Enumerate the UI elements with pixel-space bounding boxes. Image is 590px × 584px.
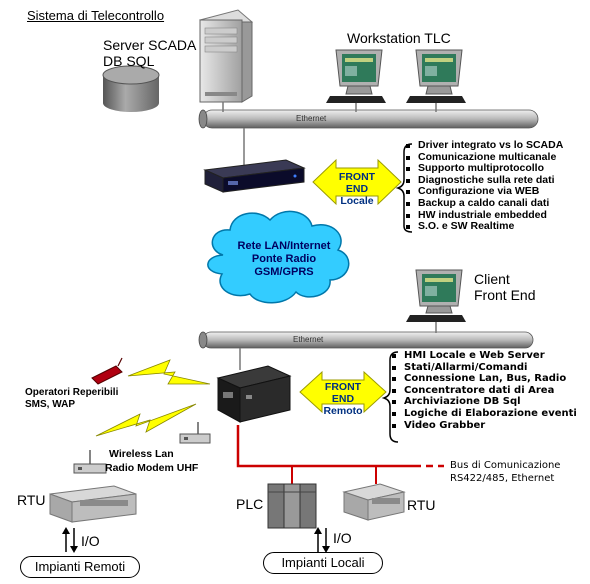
bus-label: Bus di Comunicazione RS422/485, Ethernet	[450, 459, 560, 485]
front-end-remoto-features: HMI Locale e Web Server Stati/Allarmi/Co…	[392, 350, 577, 431]
client-label-line-2: Front End	[474, 287, 536, 303]
server-label: Server SCADA DB SQL	[103, 37, 196, 69]
client-monitor-icon	[406, 269, 466, 322]
cloud-label-line-2: Ponte Radio	[251, 253, 317, 265]
plc-cabinet-icon	[267, 483, 317, 529]
rtu-label-left: RTU	[17, 492, 46, 508]
feature-item: Connessione Lan, Bus, Radio	[392, 373, 577, 385]
io-label-right: I/O	[333, 530, 352, 546]
plc-label: PLC	[236, 496, 264, 512]
wireless-label: Wireless Lan Radio Modem UHF	[105, 447, 198, 475]
workstation-monitor-icon-1	[326, 49, 386, 103]
io-arrows-icon-right	[314, 527, 330, 553]
operatori-label-line-2: SMS, WAP	[25, 399, 76, 410]
feature-item: Logiche di Elaborazione eventi	[392, 408, 577, 420]
feature-item: Video Grabber	[392, 420, 577, 432]
front-end-locale-label: FRONT END Locale	[336, 171, 378, 207]
field-bus-line	[236, 425, 444, 484]
ethernet-label-top: Ethernet	[296, 114, 327, 123]
lightning-bolt-icon-2	[95, 403, 197, 437]
feature-item: HMI Locale e Web Server	[392, 350, 577, 362]
feature-item: Stati/Allarmi/Comandi	[392, 362, 577, 374]
ethernet-bus-top	[198, 109, 539, 129]
front-end-remoto-arrow	[299, 370, 387, 414]
feature-item: Concentratore dati di Area	[392, 385, 577, 397]
server-label-line-1: Server SCADA	[103, 37, 197, 53]
operatori-label-line-1: Operatori Reperibili	[25, 387, 119, 398]
ethernet-bus-bottom	[198, 331, 534, 349]
server-tower-icon	[198, 9, 254, 103]
cloud-label-line-1: Rete LAN/Internet	[237, 240, 331, 252]
feature-item: Comunicazione multicanale	[406, 151, 563, 164]
bus-label-line-1: Bus di Comunicazione	[450, 460, 561, 471]
front-end-locale-arrow	[312, 158, 402, 206]
feature-item: Backup a caldo canali dati	[406, 197, 563, 210]
feature-item: Configurazione via WEB	[406, 186, 563, 198]
feature-item: Driver integrato vs lo SCADA	[406, 139, 563, 152]
operatori-label: Operatori Reperibili SMS, WAP	[25, 387, 118, 411]
front-end-remoto-label-line-1: FRONT	[324, 381, 362, 393]
front-end-locale-label-line-2: END Locale	[340, 183, 374, 207]
radio-modem-icon-2	[73, 450, 107, 474]
feature-item: S.O. e SW Realtime	[406, 221, 563, 233]
feature-item: Supporto multiprotocollo	[406, 163, 563, 175]
rtu-module-icon-left	[49, 485, 137, 523]
front-end-remoto-label-line-2: END Remoto	[323, 393, 363, 417]
database-cylinder-icon	[102, 65, 160, 112]
front-end-locale-features: Driver integrato vs lo SCADA Comunicazio…	[406, 139, 563, 233]
diagram-title: Sistema di Telecontrollo	[27, 8, 165, 23]
feature-item: HW industriale embedded	[406, 209, 563, 222]
feature-item: Archiviazione DB Sql	[392, 396, 577, 408]
wireless-label-line-2: Radio Modem UHF	[105, 462, 199, 474]
workstation-monitor-icon-2	[406, 49, 466, 103]
feature-item: Diagnostiche sulla rete dati	[406, 174, 563, 187]
features-bracket-top	[395, 143, 413, 233]
radio-modem-icon-1	[179, 422, 211, 444]
ethernet-label-bottom: Ethernet	[293, 335, 324, 344]
wireless-label-line-1: Wireless Lan	[109, 448, 174, 460]
impianti-remoti-box: Impianti Remoti	[20, 556, 140, 578]
front-end-remoto-device-icon	[216, 365, 292, 423]
mobile-phone-icon	[91, 357, 123, 385]
features-bracket-bottom	[381, 351, 399, 443]
rtu-label-right: RTU	[407, 497, 436, 513]
impianti-locali-box: Impianti Locali	[263, 552, 383, 574]
front-end-remoto-label: FRONT END Remoto	[322, 381, 364, 417]
client-label: Client Front End	[474, 271, 535, 303]
front-end-locale-device-icon	[203, 159, 306, 193]
front-end-locale-label-line-1: FRONT	[338, 171, 376, 183]
network-cloud-icon	[207, 210, 350, 304]
cloud-label-line-3: GSM/GPRS	[254, 266, 314, 278]
lightning-bolt-icon-1	[127, 359, 211, 385]
client-label-line-1: Client	[474, 271, 510, 287]
workstation-label: Workstation TLC	[347, 30, 451, 46]
cloud-label: Rete LAN/Internet Ponte Radio GSM/GPRS	[228, 240, 340, 279]
io-label-left: I/O	[81, 533, 100, 549]
bus-label-line-2: RS422/485, Ethernet	[450, 473, 555, 484]
server-label-line-2: DB SQL	[103, 53, 155, 69]
rtu-module-icon-right	[342, 483, 406, 521]
io-arrows-icon-left	[62, 527, 78, 553]
